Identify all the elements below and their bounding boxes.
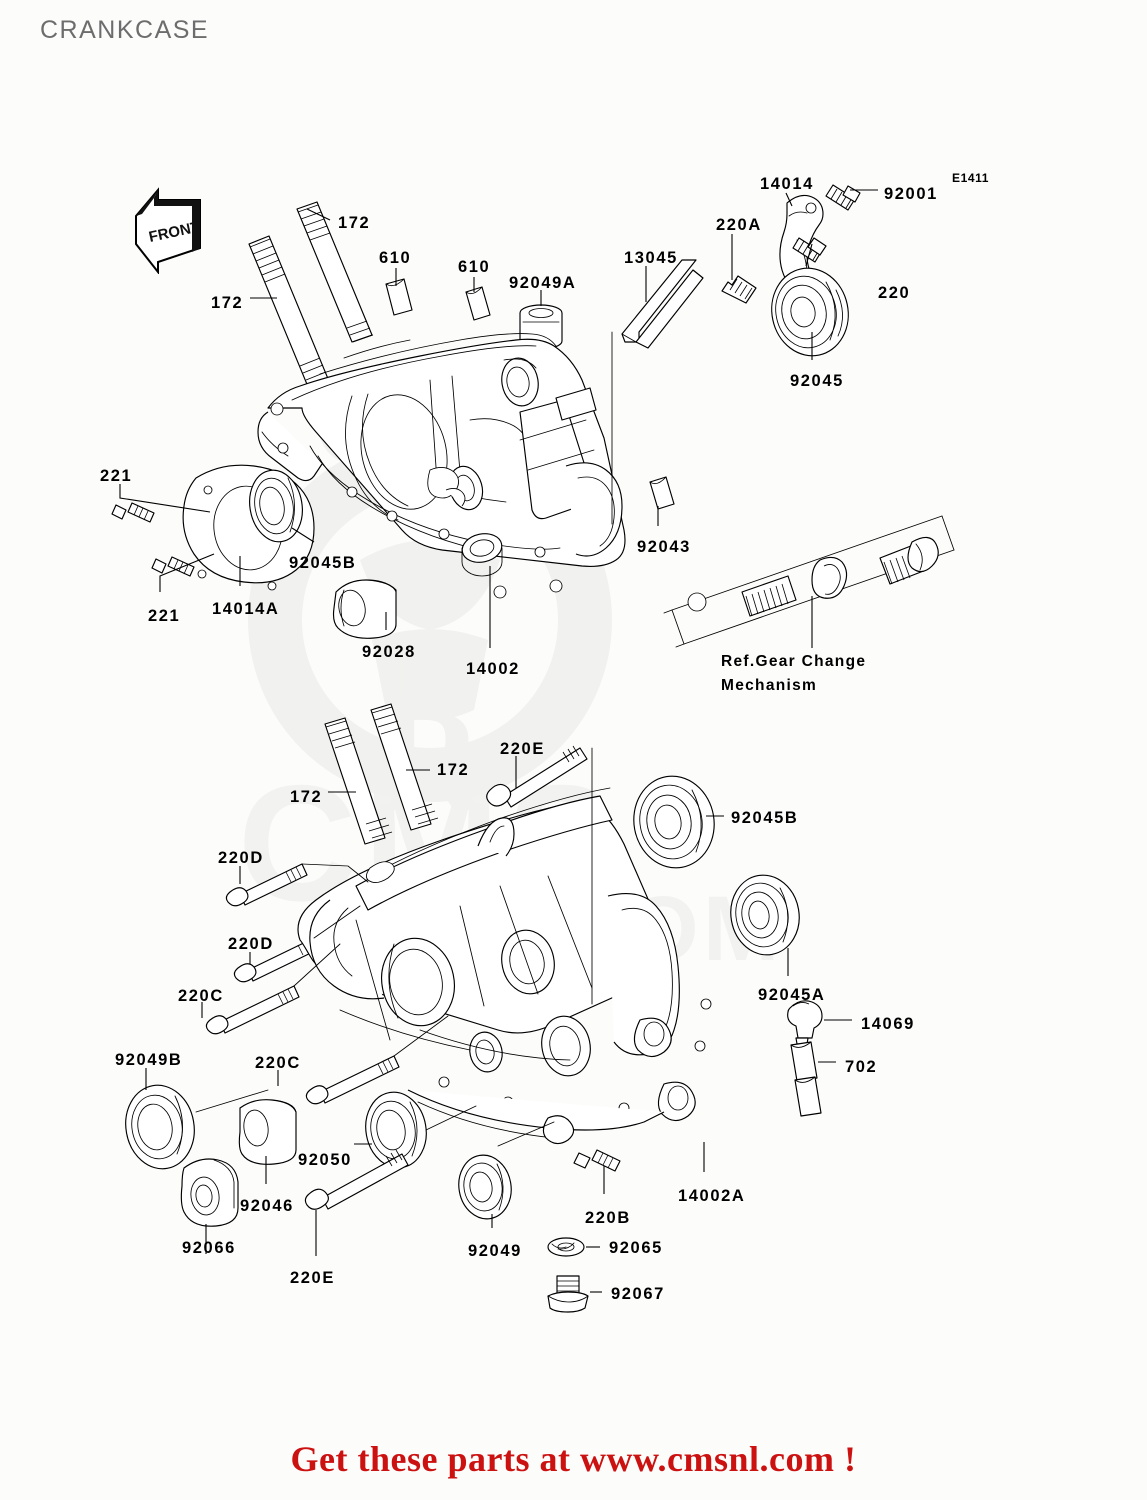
callout-220D-lower: 220D [228,935,274,953]
callout-610-right: 610 [458,258,491,276]
callout-92045: 92045 [790,372,844,390]
dowel-pin-610-right [465,286,491,321]
callout-220: 220 [878,284,911,302]
callout-14002: 14002 [466,660,520,678]
leader-lines [119,189,878,1293]
figure-reference-code: E1411 [952,171,990,185]
ref-gear-change-note-line2: Mechanism [721,677,818,694]
dowel-pin-92043 [649,476,675,510]
bolt-220C-upper [205,985,300,1035]
bearing-92045B-lower [633,775,715,869]
tube-702 [790,1041,822,1117]
callout-610-left: 610 [379,249,412,267]
ref-gear-change-panel [663,515,955,648]
callout-92066: 92066 [182,1239,236,1257]
callout-92045A: 92045A [758,986,826,1004]
front-direction-marker: FRONT [135,187,201,274]
bearing-92045A [730,874,800,956]
callout-220E-upper: 220E [500,740,545,758]
callout-14014A: 14014A [212,600,280,618]
bolt-92001 [825,184,861,211]
washer-92065 [547,1237,585,1257]
callout-92065: 92065 [609,1239,663,1257]
svg-text:M: M [387,618,474,720]
bolt-220E-lower [304,1149,409,1210]
bolt-220 [792,237,827,263]
ref-gear-change-note-line1: Ref.Gear Change [721,653,867,670]
bushing-92046 [238,1099,297,1165]
callout-172-upper-right: 172 [338,214,371,232]
bushing-92028 [332,579,397,639]
callout-92001: 92001 [884,185,938,203]
callout-14002A: 14002A [678,1187,746,1205]
callout-221-upper: 221 [100,467,133,485]
dowel-pin-610-left [385,278,413,316]
callout-92043: 92043 [637,538,691,556]
gear-change-washer [811,556,848,599]
callout-172-upper-left: 172 [211,294,244,312]
drain-plug-92067 [547,1275,589,1313]
page-title: CRANKCASE [40,16,210,44]
crankcase-upper-half-14002 [257,333,626,599]
chain-guide-13045 [621,259,704,349]
bolt-220B [573,1149,621,1172]
callout-220D-upper: 220D [218,849,264,867]
breather-fitting-14069 [787,1000,823,1045]
callout-92045B-lower: 92045B [731,809,799,827]
callout-92049A: 92049A [509,274,577,292]
callout-221-lower: 221 [148,607,181,625]
callout-220B: 220B [585,1209,631,1227]
callout-702: 702 [845,1058,878,1076]
callout-14014: 14014 [760,175,814,193]
gear-change-spring [741,575,797,617]
bolt-220D-upper [225,863,308,907]
callout-13045: 13045 [624,249,678,267]
callout-220A: 220A [716,216,762,234]
callout-14069: 14069 [861,1015,915,1033]
bearing-92045 [771,267,849,357]
callout-92028: 92028 [362,643,416,661]
callout-172-lower-right: 172 [437,761,470,779]
callout-92046: 92046 [240,1197,294,1215]
callout-92050: 92050 [298,1151,352,1169]
promo-footer: Get these parts at www.cmsnl.com ! [290,1439,857,1479]
callout-92045B-upper: 92045B [289,554,357,572]
bolt-220A [721,275,757,304]
bolt-220C-lower [305,1055,400,1105]
callout-92067: 92067 [611,1285,665,1303]
gear-change-plug [879,536,939,585]
stud-172-lower-left [324,717,393,845]
callout-220C-upper: 220C [178,987,224,1005]
callout-220E-lower: 220E [290,1269,335,1287]
stud-172-upper-right [296,201,374,343]
callout-172-lower-left: 172 [290,788,323,806]
bearing-92050 [365,1091,427,1169]
callout-220C-lower: 220C [255,1054,301,1072]
bolt-220E-upper [486,745,588,808]
bolt-221-upper [111,502,155,523]
bolt-221-lower [151,556,195,577]
callout-92049: 92049 [468,1242,522,1260]
oil-seal-92049B [125,1084,195,1170]
bearing-92049 [458,1154,512,1220]
crankcase-lower-half-14002A [297,787,712,1145]
callout-92049B: 92049B [115,1051,183,1069]
bearing-92045B-upper [249,469,303,543]
stud-172-lower-right [370,703,439,831]
seal-92066 [180,1158,239,1227]
